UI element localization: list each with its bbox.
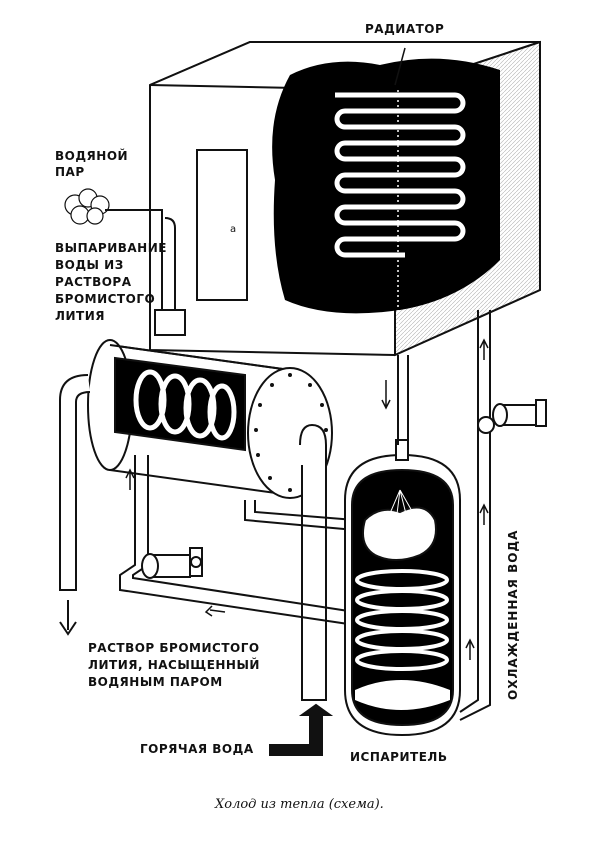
cabinet-to-evaporator-pipes — [381, 355, 409, 445]
radiator-cutaway — [272, 58, 500, 330]
svg-text:a: a — [230, 224, 236, 235]
hot-water-label: ГОРЯЧАЯ ВОДА — [140, 742, 254, 756]
vapor-pipe — [150, 209, 186, 336]
water-vapor-label: ВОДЯНОЙ ПАР — [55, 149, 129, 179]
evaporator-label: ИСПАРИТЕЛЬ — [350, 750, 448, 764]
solution-label: РАСТВОР БРОМИСТОГО ЛИТИЯ, НАСЫЩЕННЫЙ ВОД… — [88, 641, 260, 689]
hot-water-pipe — [269, 423, 334, 756]
solution-loop — [119, 455, 356, 626]
solution-pump — [141, 547, 203, 579]
left-pipe — [59, 374, 91, 636]
chilled-water-pump — [477, 399, 547, 434]
generator-cylinder — [87, 339, 333, 499]
figure-caption: Холод из тепла (схема). — [215, 797, 384, 812]
connecting-pipe — [244, 500, 356, 531]
steam-cloud — [64, 188, 150, 225]
evaporator-vessel — [344, 439, 461, 737]
chilled-water-pipe — [459, 310, 491, 721]
evaporation-label: ВЫПАРИВАНИЕ ВОДЫ ИЗ РАСТВОРА БРОМИСТОГО … — [55, 241, 167, 323]
radiator-leader — [394, 47, 406, 86]
chilled-water-label: ОХЛАЖДЕННАЯ ВОДА — [506, 529, 520, 700]
radiator-label: РАДИАТОР — [365, 22, 445, 36]
